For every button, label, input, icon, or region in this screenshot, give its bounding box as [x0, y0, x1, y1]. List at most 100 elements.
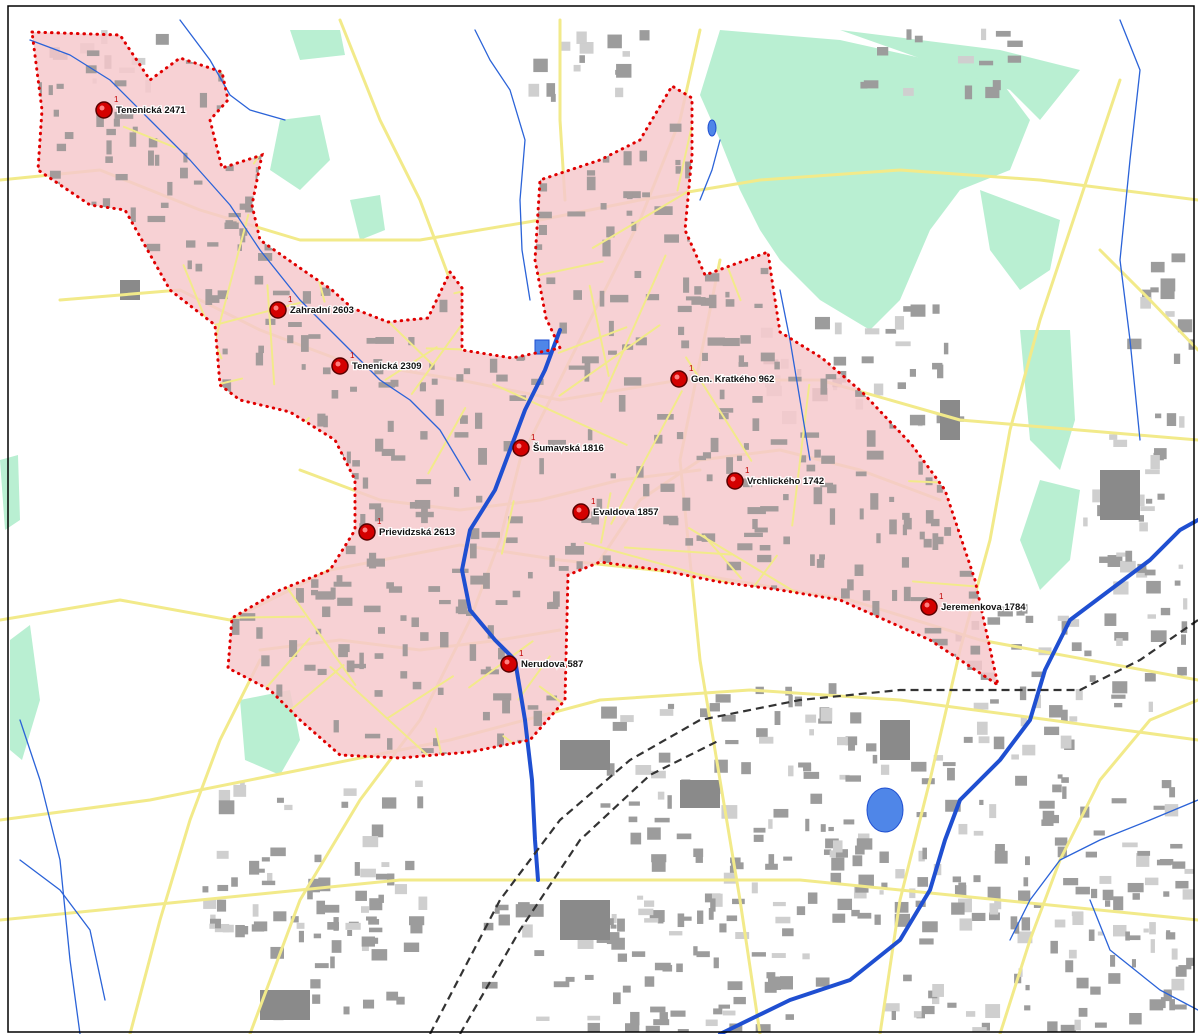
- red-circle-marker: [95, 101, 113, 119]
- building: [96, 110, 104, 128]
- building: [649, 46, 660, 54]
- building: [369, 503, 382, 510]
- building: [1156, 859, 1172, 866]
- building: [880, 764, 890, 775]
- building: [726, 745, 743, 751]
- building: [722, 1010, 736, 1016]
- building: [1127, 882, 1144, 893]
- building: [752, 396, 763, 403]
- building: [537, 47, 556, 57]
- building: [805, 818, 810, 832]
- building: [412, 142, 418, 157]
- building: [212, 499, 219, 511]
- building: [135, 608, 141, 621]
- building: [322, 367, 331, 375]
- building: [852, 855, 863, 867]
- building: [103, 333, 112, 344]
- building: [833, 356, 847, 366]
- building: [903, 87, 914, 96]
- building: [156, 640, 162, 650]
- building: [560, 41, 571, 51]
- building: [851, 909, 860, 917]
- building: [740, 335, 751, 344]
- building: [570, 542, 576, 553]
- point-label: Tenenická 2309: [352, 361, 422, 372]
- building: [870, 493, 879, 510]
- building: [108, 412, 113, 428]
- building: [742, 478, 753, 488]
- street: [101, 611, 234, 670]
- building: [498, 914, 510, 926]
- building: [951, 453, 960, 461]
- railway: [429, 619, 1198, 1034]
- building: [1155, 413, 1162, 419]
- building: [182, 625, 195, 631]
- building: [155, 33, 169, 45]
- building: [726, 561, 742, 571]
- building: [991, 681, 998, 689]
- building: [48, 85, 53, 96]
- building: [336, 244, 344, 258]
- building: [1061, 709, 1068, 722]
- marker-highlight: [335, 361, 341, 367]
- building: [713, 957, 719, 969]
- building: [879, 851, 889, 863]
- building: [481, 531, 500, 538]
- building: [333, 720, 339, 733]
- building: [580, 119, 587, 132]
- building: [677, 604, 687, 610]
- building: [1150, 939, 1155, 953]
- building: [474, 412, 483, 429]
- building: [931, 402, 937, 408]
- building: [203, 899, 217, 909]
- building: [343, 1006, 350, 1015]
- building: [827, 484, 837, 494]
- point-label: Prievidzská 2613: [379, 527, 455, 538]
- large-building: [1100, 470, 1140, 520]
- building: [254, 447, 268, 455]
- building: [820, 824, 826, 832]
- building: [854, 564, 864, 576]
- building: [141, 260, 147, 274]
- building: [202, 705, 220, 712]
- building: [410, 146, 426, 151]
- building: [341, 801, 349, 808]
- building: [1144, 569, 1156, 576]
- building: [157, 659, 165, 676]
- building: [1020, 717, 1028, 727]
- building: [725, 739, 739, 745]
- building: [957, 517, 964, 530]
- building: [821, 455, 835, 464]
- building: [803, 771, 820, 779]
- building: [386, 582, 394, 589]
- building: [67, 345, 76, 354]
- building: [1060, 735, 1072, 749]
- road: [1098, 248, 1198, 352]
- building: [972, 1027, 987, 1032]
- building: [318, 517, 331, 526]
- building: [1052, 814, 1060, 824]
- building: [1163, 891, 1170, 897]
- building: [1018, 890, 1031, 901]
- building: [976, 721, 988, 735]
- marker-highlight: [674, 374, 680, 380]
- building: [933, 755, 944, 761]
- building: [610, 473, 616, 479]
- building: [794, 610, 810, 617]
- building: [632, 1022, 638, 1032]
- building: [922, 921, 938, 933]
- building: [796, 906, 806, 916]
- building: [972, 274, 980, 288]
- building: [35, 640, 45, 650]
